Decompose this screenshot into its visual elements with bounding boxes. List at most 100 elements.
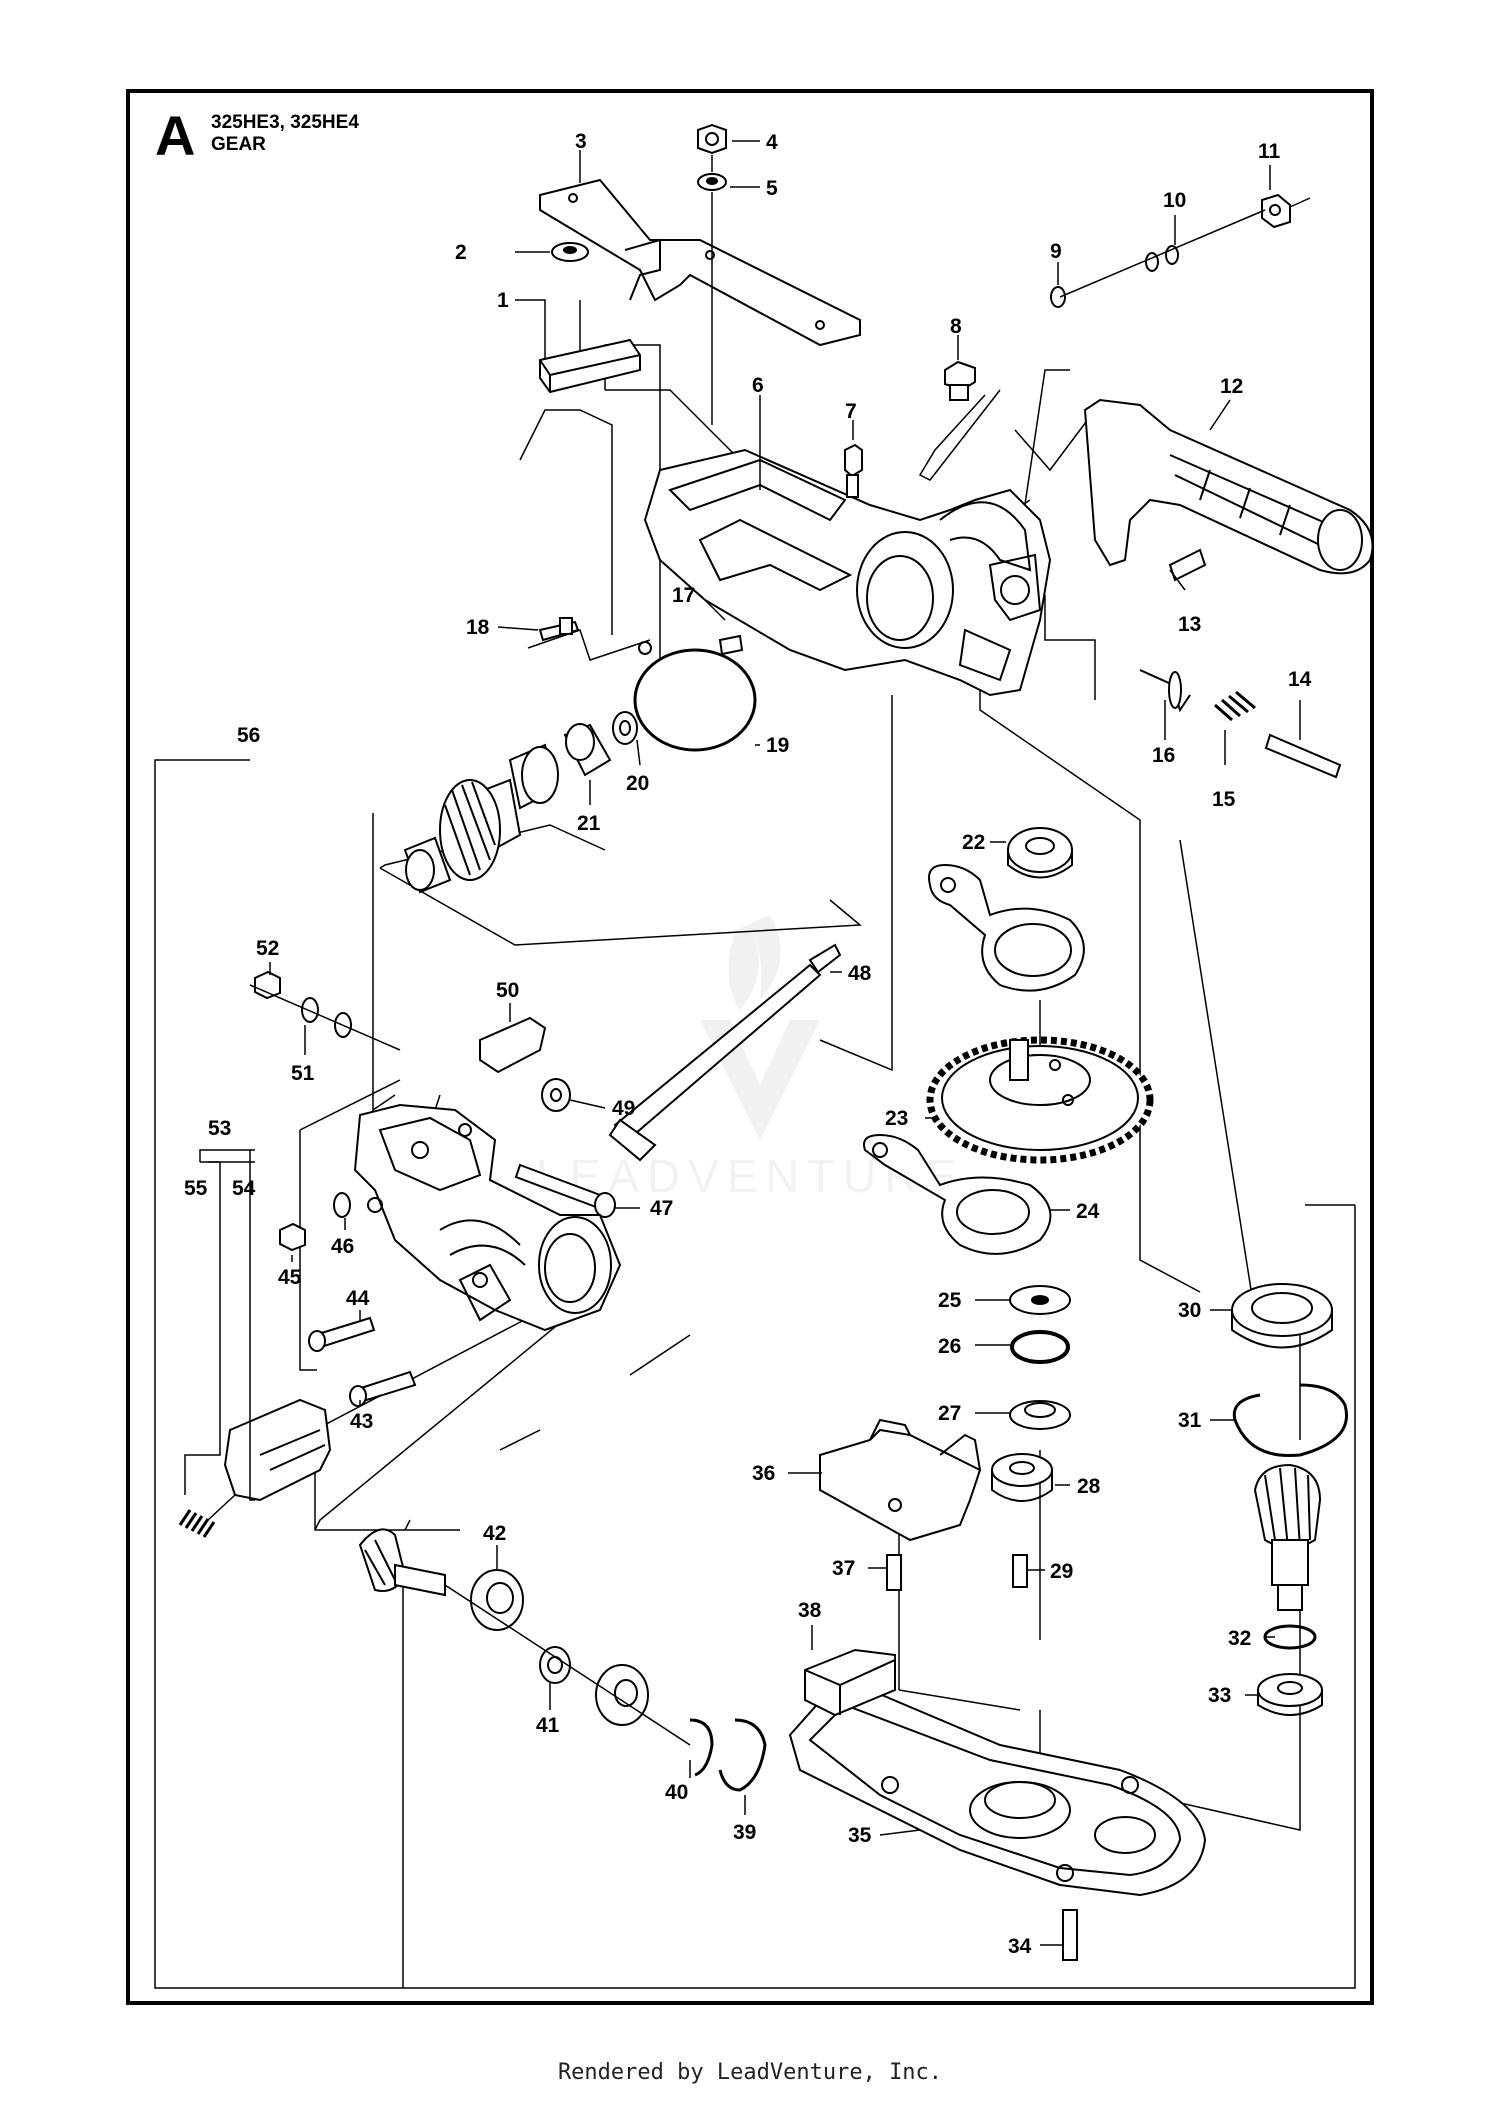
callout-25: 25	[938, 1289, 962, 1312]
callout-3: 3	[575, 130, 587, 153]
callout-17: 17	[672, 584, 695, 607]
callout-39: 39	[733, 1821, 756, 1844]
callout-54: 54	[232, 1177, 256, 1200]
part-28-bearing	[991, 1453, 1053, 1487]
callout-6: 6	[752, 374, 764, 397]
part-49-washer	[541, 1078, 571, 1112]
callout-43: 43	[350, 1410, 373, 1433]
part-45-nut	[279, 1222, 306, 1252]
callout-34: 34	[1008, 1935, 1032, 1958]
part-26-seal	[1010, 1330, 1070, 1364]
part-39-circlip	[718, 1718, 767, 1792]
callout-24: 24	[1076, 1200, 1100, 1223]
callout-27: 27	[938, 1402, 961, 1425]
callout-21: 21	[577, 812, 601, 835]
part-22-bearing	[1007, 827, 1073, 873]
part-51-washer	[301, 997, 319, 1023]
callout-33: 33	[1208, 1684, 1231, 1707]
part-20-washer	[612, 711, 638, 745]
part-34-screw	[1062, 1909, 1078, 1961]
part-7-screw	[844, 443, 863, 478]
part-24-connecting-rod	[863, 1133, 1052, 1255]
part-52-nut	[254, 970, 281, 1000]
callout-37: 37	[832, 1557, 855, 1580]
part-13-screw	[1168, 548, 1207, 582]
part-12-handle	[1083, 398, 1374, 575]
callout-labels: 1 2 3 4 5 6 7 8 9 10 11 12 13 14 15 16 1…	[184, 130, 1312, 1958]
callout-9: 9	[1050, 240, 1062, 263]
callout-49: 49	[612, 1097, 635, 1120]
callout-50: 50	[496, 979, 519, 1002]
part-53-gear-housing-assembly	[353, 1103, 622, 1332]
part-connecting-rod-upper	[928, 863, 1085, 992]
part-4-nut	[697, 123, 727, 155]
part-17-screw	[718, 634, 744, 656]
part-11-nut	[1261, 193, 1291, 229]
callout-7: 7	[845, 400, 857, 423]
assembly-lines	[154, 344, 1356, 1989]
callout-30: 30	[1178, 1299, 1201, 1322]
part-pinion-gear	[1253, 1463, 1322, 1611]
callout-42: 42	[483, 1522, 506, 1545]
callout-23: 23	[885, 1107, 908, 1130]
part-30-bearing	[1231, 1283, 1333, 1337]
part-36-bracket	[819, 1428, 982, 1542]
callout-51: 51	[291, 1062, 315, 1085]
part-33-bearing	[1257, 1673, 1323, 1707]
part-bevel-pinion	[358, 1528, 691, 1746]
part-19-oring	[633, 648, 757, 752]
callout-14: 14	[1288, 668, 1312, 691]
callout-28: 28	[1077, 1475, 1101, 1498]
callout-56: 56	[237, 724, 260, 747]
part-14-pin	[1264, 733, 1342, 779]
part-50-clip	[479, 1016, 547, 1074]
part-23-gear	[925, 1000, 1154, 1164]
callout-19: 19	[766, 734, 789, 757]
callout-47: 47	[650, 1197, 673, 1220]
callout-32: 32	[1228, 1627, 1251, 1650]
diagram-title: 325HE3, 325HE4 GEAR	[211, 112, 359, 156]
part-15-spring	[1214, 690, 1256, 722]
part-35-gear-cover	[788, 1689, 1207, 1897]
part-38-block	[804, 1648, 896, 1717]
callout-55: 55	[184, 1177, 208, 1200]
part-8-plug	[944, 360, 976, 392]
callout-12: 12	[1220, 375, 1243, 398]
footer-credit: Rendered by LeadVenture, Inc.	[557, 2060, 943, 2085]
part-31-circlip	[1232, 1383, 1348, 1458]
callout-18: 18	[466, 616, 490, 639]
part-40-circlip	[689, 1718, 714, 1777]
part-37-screw	[886, 1554, 902, 1591]
callout-8: 8	[950, 315, 962, 338]
part-54-cover	[223, 1398, 332, 1502]
callout-41: 41	[536, 1714, 560, 1737]
callout-15: 15	[1212, 788, 1236, 811]
callout-26: 26	[938, 1335, 961, 1358]
callout-40: 40	[665, 1781, 688, 1804]
callout-38: 38	[798, 1599, 822, 1622]
part-46-washer	[333, 1192, 351, 1218]
callout-20: 20	[626, 772, 649, 795]
callout-4: 4	[766, 131, 778, 154]
model-numbers: 325HE3, 325HE4	[211, 112, 359, 133]
callout-16: 16	[1152, 744, 1175, 767]
callout-29: 29	[1050, 1560, 1073, 1583]
part-29-screw	[1012, 1554, 1028, 1588]
callout-1: 1	[497, 289, 509, 312]
group-name: GEAR	[211, 134, 266, 155]
callout-53: 53	[208, 1117, 231, 1140]
part-55-spring	[178, 1509, 216, 1538]
part-10-washer	[1145, 252, 1159, 272]
callout-22: 22	[962, 831, 985, 854]
callout-48: 48	[848, 962, 872, 985]
part-41-bushing	[539, 1646, 571, 1684]
part-56-bevel-gear	[403, 743, 559, 894]
callout-45: 45	[278, 1266, 302, 1289]
callout-13: 13	[1178, 613, 1201, 636]
callout-5: 5	[766, 177, 778, 200]
parts	[178, 123, 1374, 1961]
callout-10: 10	[1163, 189, 1186, 212]
callout-11: 11	[1258, 140, 1281, 163]
callout-2: 2	[455, 241, 467, 264]
